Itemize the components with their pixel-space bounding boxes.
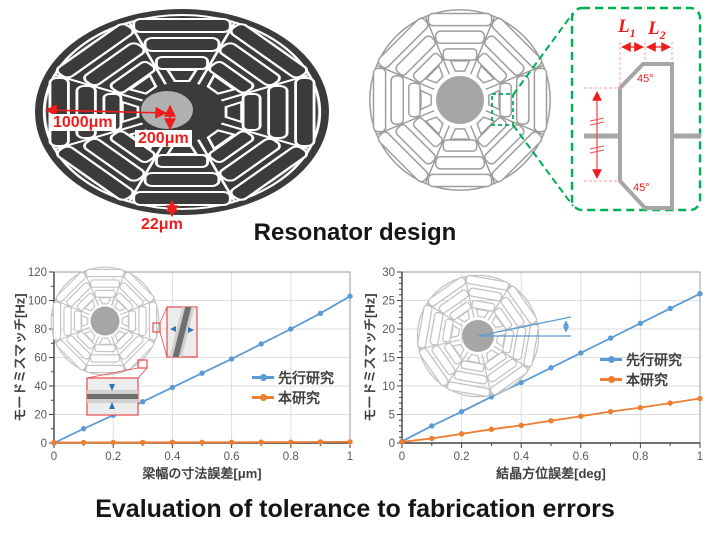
chart1-x-axis-title: 梁幅の寸法誤差[μm] bbox=[142, 466, 262, 481]
detail-zoom-callout bbox=[491, 6, 702, 212]
chart1-y-axis-title: モードミスマッチ[Hz] bbox=[12, 293, 28, 422]
svg-text:10: 10 bbox=[382, 381, 395, 393]
hub-3d bbox=[141, 91, 193, 129]
chart2-legend: 先行研究本研究 bbox=[600, 351, 682, 388]
detail-box-border bbox=[570, 6, 702, 212]
svg-text:0.4: 0.4 bbox=[164, 451, 181, 462]
resonator-3d-render bbox=[35, 9, 329, 218]
l2-label: L2 bbox=[648, 18, 666, 42]
svg-text:0: 0 bbox=[399, 451, 405, 462]
radius-dimension-arrow bbox=[44, 104, 168, 119]
svg-text:60: 60 bbox=[34, 353, 47, 365]
resonator-design-title: Resonator design bbox=[253, 219, 457, 246]
svg-text:120: 120 bbox=[28, 267, 47, 279]
svg-text:0: 0 bbox=[51, 451, 57, 462]
svg-text:30: 30 bbox=[382, 267, 395, 279]
svg-text:1: 1 bbox=[347, 451, 353, 462]
l1-label: L1 bbox=[618, 16, 636, 40]
legend-item: 先行研究 bbox=[252, 369, 334, 386]
svg-text:80: 80 bbox=[34, 324, 47, 336]
legend-item: 本研究 bbox=[252, 389, 334, 406]
evaluation-title: Evaluation of tolerance to fabrication e… bbox=[95, 495, 615, 523]
svg-text:0: 0 bbox=[41, 438, 47, 450]
svg-text:20: 20 bbox=[382, 324, 395, 336]
beam-width-error-chart: 0 0.2 0.4 0.6 0.8 1 0 20 40 60 80 100 120 bbox=[28, 267, 353, 462]
legend-item: 先行研究 bbox=[600, 351, 682, 368]
svg-text:25: 25 bbox=[382, 296, 395, 308]
svg-text:0: 0 bbox=[389, 438, 395, 450]
svg-text:0.2: 0.2 bbox=[105, 451, 121, 462]
svg-text:0.2: 0.2 bbox=[454, 451, 470, 462]
svg-text:15: 15 bbox=[382, 353, 395, 365]
svg-text:0.6: 0.6 bbox=[224, 451, 240, 462]
resonator-2d-schematic bbox=[370, 10, 550, 190]
legend-item: 本研究 bbox=[600, 371, 682, 388]
svg-text:100: 100 bbox=[28, 296, 47, 308]
angle-top-label: 45° bbox=[637, 73, 654, 85]
svg-text:0.8: 0.8 bbox=[632, 451, 648, 462]
chart1-legend: 先行研究本研究 bbox=[252, 369, 334, 406]
chart2-y-axis-title: モードミスマッチ[Hz] bbox=[362, 293, 378, 422]
svg-text:20: 20 bbox=[34, 410, 47, 422]
angle-bottom-label: 45° bbox=[633, 182, 650, 194]
svg-text:0.4: 0.4 bbox=[513, 451, 530, 462]
svg-text:0.8: 0.8 bbox=[283, 451, 299, 462]
rim-dimension-label: 22μm bbox=[141, 216, 183, 233]
svg-text:1: 1 bbox=[697, 451, 703, 462]
svg-text:5: 5 bbox=[389, 410, 395, 422]
hub-2d bbox=[436, 76, 484, 124]
hub-dimension-label: 200μm bbox=[135, 130, 192, 147]
chart2-x-axis-title: 結晶方位誤差[deg] bbox=[496, 466, 606, 481]
svg-text:40: 40 bbox=[34, 381, 47, 393]
svg-text:0.6: 0.6 bbox=[573, 451, 589, 462]
radius-dimension-label: 1000μm bbox=[50, 114, 116, 131]
